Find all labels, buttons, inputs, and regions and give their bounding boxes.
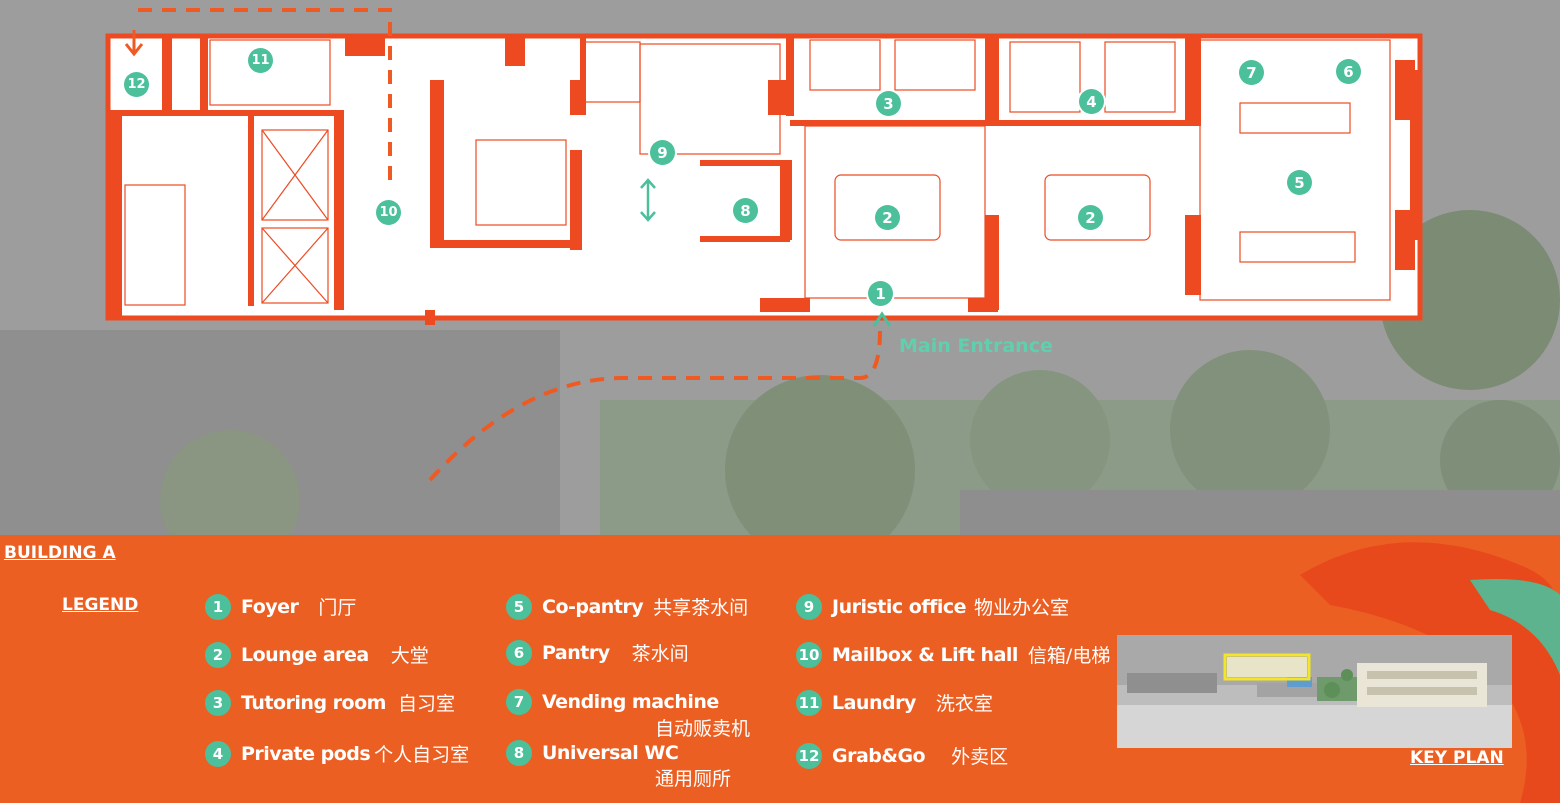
legend-number: 7 bbox=[506, 689, 532, 715]
marker-private-pods: 4 bbox=[1079, 89, 1104, 114]
legend-item-grab-and-go: 12 Grab&Go 外卖区 bbox=[796, 742, 1008, 769]
legend-number: 11 bbox=[796, 689, 822, 716]
legend-number: 8 bbox=[506, 740, 532, 766]
marker-laundry: 11 bbox=[248, 48, 273, 73]
legend-item-pantry: 6 Pantry 茶水间 bbox=[506, 639, 689, 666]
legend-label: Mailbox & Lift hall bbox=[832, 643, 1018, 666]
legend-item-co-pantry: 5 Co-pantry 共享茶水间 bbox=[506, 593, 748, 620]
legend-number: 10 bbox=[796, 641, 822, 668]
legend-decoration bbox=[1300, 542, 1560, 803]
floor-plan: 1 2 2 3 4 5 6 7 8 9 10 11 12 Main Entran… bbox=[0, 8, 1560, 535]
legend-label: Juristic office bbox=[832, 595, 967, 618]
legend-item-juristic-office: 9 Juristic office 物业办公室 bbox=[796, 593, 1069, 620]
legend-label-zh-universal-wc: 通用厕所 bbox=[655, 768, 732, 790]
legend-label: Grab&Go bbox=[832, 744, 926, 767]
legend-item-foyer: 1 Foyer 门厅 bbox=[205, 593, 356, 620]
legend-number: 1 bbox=[205, 593, 231, 620]
legend-title: LEGEND bbox=[62, 595, 139, 615]
key-plan-label: KEY PLAN bbox=[1410, 748, 1504, 768]
legend-label-zh: 物业办公室 bbox=[974, 597, 1070, 619]
legend-item-mailbox-lift-hall: 10 Mailbox & Lift hall 信箱/电梯 bbox=[796, 641, 1110, 668]
marker-juristic-office: 9 bbox=[650, 140, 675, 165]
marker-foyer: 1 bbox=[868, 281, 893, 306]
legend-label-zh: 外卖区 bbox=[951, 746, 1009, 768]
legend-item-vending-machine: 7 Vending machine bbox=[506, 689, 719, 715]
legend-label-zh: 共享茶水间 bbox=[653, 597, 749, 619]
legend-number: 3 bbox=[205, 689, 231, 716]
legend-label-zh: 洗衣室 bbox=[935, 693, 993, 715]
legend-number: 2 bbox=[205, 641, 231, 668]
legend-label-zh: 门厅 bbox=[318, 597, 357, 619]
legend-label: Private pods bbox=[241, 742, 371, 765]
legend-panel: BUILDING A LEGEND 1 Foyer 门厅 2 Lounge ar… bbox=[0, 535, 1560, 803]
legend-number: 5 bbox=[506, 593, 532, 620]
marker-mailbox-lift-hall: 10 bbox=[376, 200, 401, 225]
marker-grab-and-go: 12 bbox=[124, 72, 149, 97]
legend-label-zh: 个人自习室 bbox=[374, 744, 470, 766]
legend-label: Vending machine bbox=[542, 691, 719, 713]
legend-label: Laundry bbox=[832, 691, 916, 714]
building-title: BUILDING A bbox=[4, 543, 116, 563]
marker-universal-wc: 8 bbox=[733, 198, 758, 223]
marker-co-pantry: 5 bbox=[1287, 170, 1312, 195]
legend-label-zh: 自习室 bbox=[397, 693, 455, 715]
legend-label: Tutoring room bbox=[241, 691, 386, 714]
legend-label: Lounge area bbox=[241, 643, 369, 666]
marker-lounge-area: 2 bbox=[875, 205, 900, 230]
legend-item-tutoring-room: 3 Tutoring room 自习室 bbox=[205, 689, 455, 716]
legend-number: 4 bbox=[205, 740, 231, 767]
marker-vending-machine: 7 bbox=[1239, 60, 1264, 85]
floor-plan-drawing bbox=[0, 8, 1560, 535]
marker-lounge-area: 2 bbox=[1078, 205, 1103, 230]
key-plan-map bbox=[1117, 635, 1512, 748]
legend-label: Foyer bbox=[241, 595, 299, 618]
marker-pantry: 6 bbox=[1336, 59, 1361, 84]
legend-label-zh-vending-machine: 自动贩卖机 bbox=[655, 718, 751, 740]
legend-number: 6 bbox=[506, 639, 532, 666]
legend-item-universal-wc: 8 Universal WC bbox=[506, 740, 679, 766]
key-plan-drawing bbox=[1117, 635, 1512, 748]
legend-label: Co-pantry bbox=[542, 595, 644, 618]
legend-item-lounge-area: 2 Lounge area 大堂 bbox=[205, 641, 429, 668]
main-entrance-label: Main Entrance bbox=[899, 335, 1053, 357]
legend-label: Universal WC bbox=[542, 742, 679, 764]
legend-label: Pantry bbox=[542, 641, 610, 664]
legend-item-private-pods: 4 Private pods 个人自习室 bbox=[205, 740, 469, 767]
legend-number: 9 bbox=[796, 593, 822, 620]
legend-label-zh: 信箱/电梯 bbox=[1027, 645, 1111, 667]
legend-number: 12 bbox=[796, 742, 822, 769]
marker-tutoring-room: 3 bbox=[876, 91, 901, 116]
legend-label-zh: 茶水间 bbox=[631, 643, 689, 665]
legend-item-laundry: 11 Laundry 洗衣室 bbox=[796, 689, 993, 716]
legend-label-zh: 大堂 bbox=[390, 645, 429, 667]
